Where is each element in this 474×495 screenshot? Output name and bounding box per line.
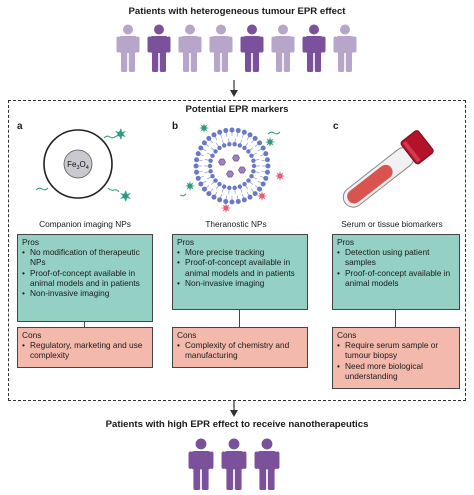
patient-icon	[240, 24, 264, 72]
markers-title: Potential EPR markers	[185, 104, 289, 115]
patient-icon	[271, 24, 295, 72]
blood-tube-icon	[342, 130, 434, 208]
connector-line	[239, 310, 240, 327]
pros-heading: Pros	[177, 237, 195, 247]
pros-item: Proof-of-concept available in animal mod…	[22, 268, 148, 288]
pros-box-c: Pros Detection using patient samples Pro…	[332, 234, 460, 310]
pros-item: Non-invasive imaging	[22, 288, 148, 298]
panel-letter-a: a	[17, 121, 23, 132]
pros-item: Proof-of-concept available in animal mod…	[337, 268, 455, 288]
pros-heading: Pros	[22, 237, 40, 247]
patient-icon	[221, 438, 247, 490]
epr-markers-box	[8, 100, 466, 401]
pros-item: Detection using patient samples	[337, 247, 455, 267]
pros-item: No modification of therapeutic NPs	[22, 247, 148, 267]
patient-icon	[254, 438, 280, 490]
pros-item: More precise tracking	[177, 247, 303, 257]
down-arrow-icon	[230, 80, 238, 97]
nanoparticle-core-label: Fe3O4	[67, 160, 89, 171]
pros-heading: Pros	[337, 237, 355, 247]
cons-item: Complexity of chemistry and manufacturin…	[177, 340, 303, 360]
patient-row-top	[116, 24, 360, 72]
cons-box-c: Cons Require serum sample or tumour biop…	[332, 327, 460, 389]
pros-item: Non-invasive imaging	[177, 278, 303, 288]
caption-theranostic: Theranostic NPs	[205, 219, 267, 229]
patient-icon	[209, 24, 233, 72]
panel-letter-c: c	[333, 121, 339, 132]
connector-line	[84, 322, 85, 327]
pros-box-b: Pros More precise tracking Proof-of-conc…	[172, 234, 308, 310]
pros-box-a: Pros No modification of therapeutic NPs …	[17, 234, 153, 322]
caption-companion-imaging: Companion imaging NPs	[39, 219, 131, 229]
panel-letter-b: b	[172, 121, 179, 132]
patient-icon	[178, 24, 202, 72]
cons-item: Regulatory, marketing and use complexity	[22, 340, 148, 360]
cons-heading: Cons	[22, 330, 42, 340]
down-arrow-icon	[230, 400, 238, 417]
connector-line	[395, 310, 396, 327]
cons-item: Need more biological understanding	[337, 361, 455, 381]
patient-icon	[116, 24, 140, 72]
patient-icon	[333, 24, 357, 72]
bottom-title: Patients with high EPR effect to receive…	[105, 419, 369, 430]
patient-icon	[147, 24, 171, 72]
pros-item: Proof-of-concept available in animal mod…	[177, 257, 303, 277]
patient-icon	[188, 438, 214, 490]
iron-oxide-nanoparticle-icon: Fe3O4	[35, 128, 131, 202]
cons-box-a: Cons Regulatory, marketing and use compl…	[17, 327, 153, 368]
patient-icon	[302, 24, 326, 72]
cons-item: Require serum sample or tumour biopsy	[337, 340, 455, 360]
liposome-icon	[179, 123, 285, 213]
top-title: Patients with heterogeneous tumour EPR e…	[128, 6, 346, 17]
cons-heading: Cons	[337, 330, 357, 340]
caption-biomarkers: Serum or tissue biomarkers	[341, 219, 443, 229]
cons-heading: Cons	[177, 330, 197, 340]
patient-row-bottom	[188, 438, 280, 490]
cons-box-b: Cons Complexity of chemistry and manufac…	[172, 327, 308, 368]
